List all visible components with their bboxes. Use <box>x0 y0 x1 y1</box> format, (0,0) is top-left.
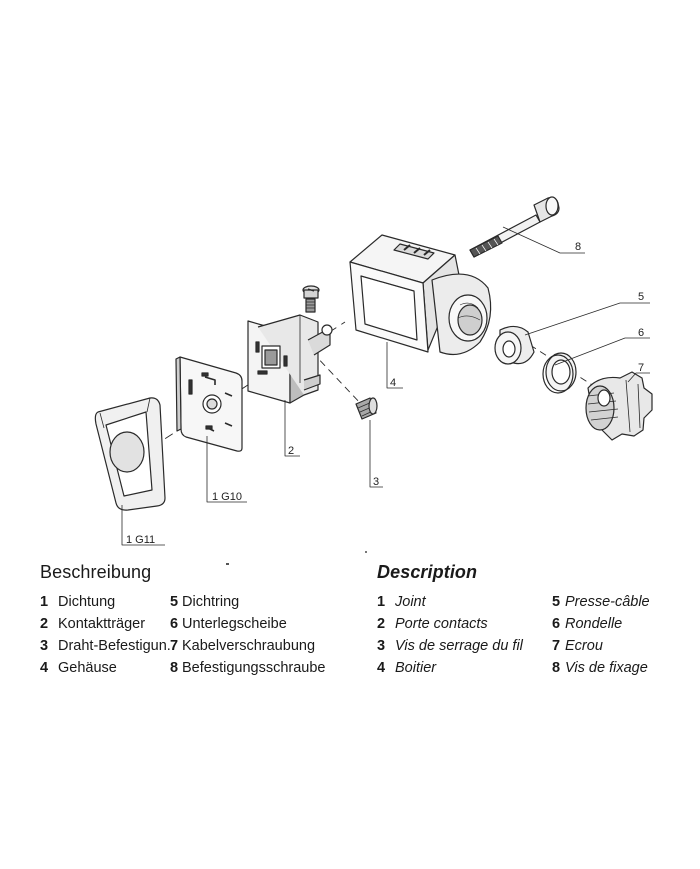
callout-3: 3 <box>373 476 379 488</box>
washer-6 <box>542 352 577 394</box>
callout-2: 2 <box>288 445 294 457</box>
seal-plate-1g10 <box>175 356 243 452</box>
callout-6: 6 <box>638 327 644 339</box>
contact-screw <box>302 285 320 313</box>
screw-axis <box>311 351 363 406</box>
cable-gland-7 <box>585 371 653 441</box>
gasket-1g11 <box>94 397 166 511</box>
callout-1g10: 1 G10 <box>212 491 242 503</box>
callout-8: 8 <box>575 241 581 253</box>
wire-screw-3 <box>355 397 378 420</box>
callout-5: 5 <box>638 291 644 303</box>
fixing-screw-8 <box>469 196 560 258</box>
contact-carrier-2 <box>247 314 333 404</box>
callout-7: 7 <box>638 362 644 374</box>
callout-1g11: 1 G11 <box>126 534 155 546</box>
legend-french-title: Description <box>377 562 478 582</box>
callout-4: 4 <box>390 377 396 389</box>
housing-4 <box>349 234 492 355</box>
legend-german-title: Beschreibung <box>40 562 152 582</box>
leader-lines <box>121 226 650 546</box>
sealing-ring-5 <box>494 325 535 365</box>
